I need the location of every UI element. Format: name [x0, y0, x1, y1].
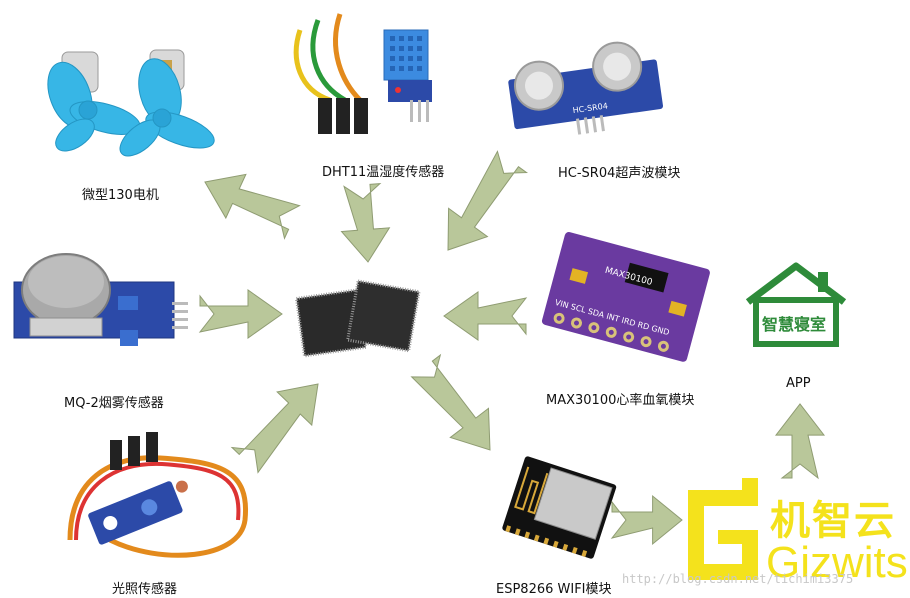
arrow-to-app: [774, 403, 826, 480]
esp8266-image: [502, 456, 617, 559]
app-logo-text: 智慧寝室: [762, 315, 826, 334]
max30100-image: MAX30100 VIN SCL SDA INT IRD RD GND: [541, 232, 710, 362]
gizwits-logo-icon: [688, 478, 758, 580]
arrow-to-esp8266: [410, 353, 491, 451]
arrow-from-mq2: [198, 289, 283, 339]
arrow-from-dht11: [340, 182, 391, 263]
motor-label: 微型130电机: [82, 188, 159, 203]
hcsr04-label: HC-SR04超声波模块: [558, 166, 681, 181]
arrow-from-max30100: [443, 291, 528, 341]
gizwits-en-text: Gizwits: [766, 538, 908, 587]
arrow-from-light: [230, 383, 319, 474]
esp8266-label: ESP8266 WIFI模块: [496, 582, 612, 597]
light-label: 光照传感器: [112, 582, 178, 597]
app-logo-icon: 智慧寝室: [745, 262, 847, 347]
arrows-layer: [198, 150, 826, 546]
hcsr04-image: HC-SR04: [508, 41, 664, 135]
light-sensor-image: [67, 432, 249, 558]
app-label: APP: [786, 376, 811, 391]
gizwits-cn-text: 机智云: [770, 498, 896, 544]
dht11-image: [293, 13, 432, 134]
mq2-image: [13, 253, 188, 346]
max30100-label: MAX30100心率血氧模块: [546, 393, 695, 408]
mcu-chips-image: [294, 279, 421, 358]
arrow-to-gizwits: [610, 494, 683, 546]
dht11-label: DHT11温湿度传感器: [322, 165, 445, 180]
motor-image: [47, 49, 215, 157]
mq2-label: MQ-2烟雾传感器: [64, 396, 164, 411]
arrow-from-hcsr04: [447, 150, 529, 251]
arrow-to-motor: [204, 173, 301, 240]
watermark-text: http://blog.csdn.net/tichimi3375: [622, 572, 854, 586]
